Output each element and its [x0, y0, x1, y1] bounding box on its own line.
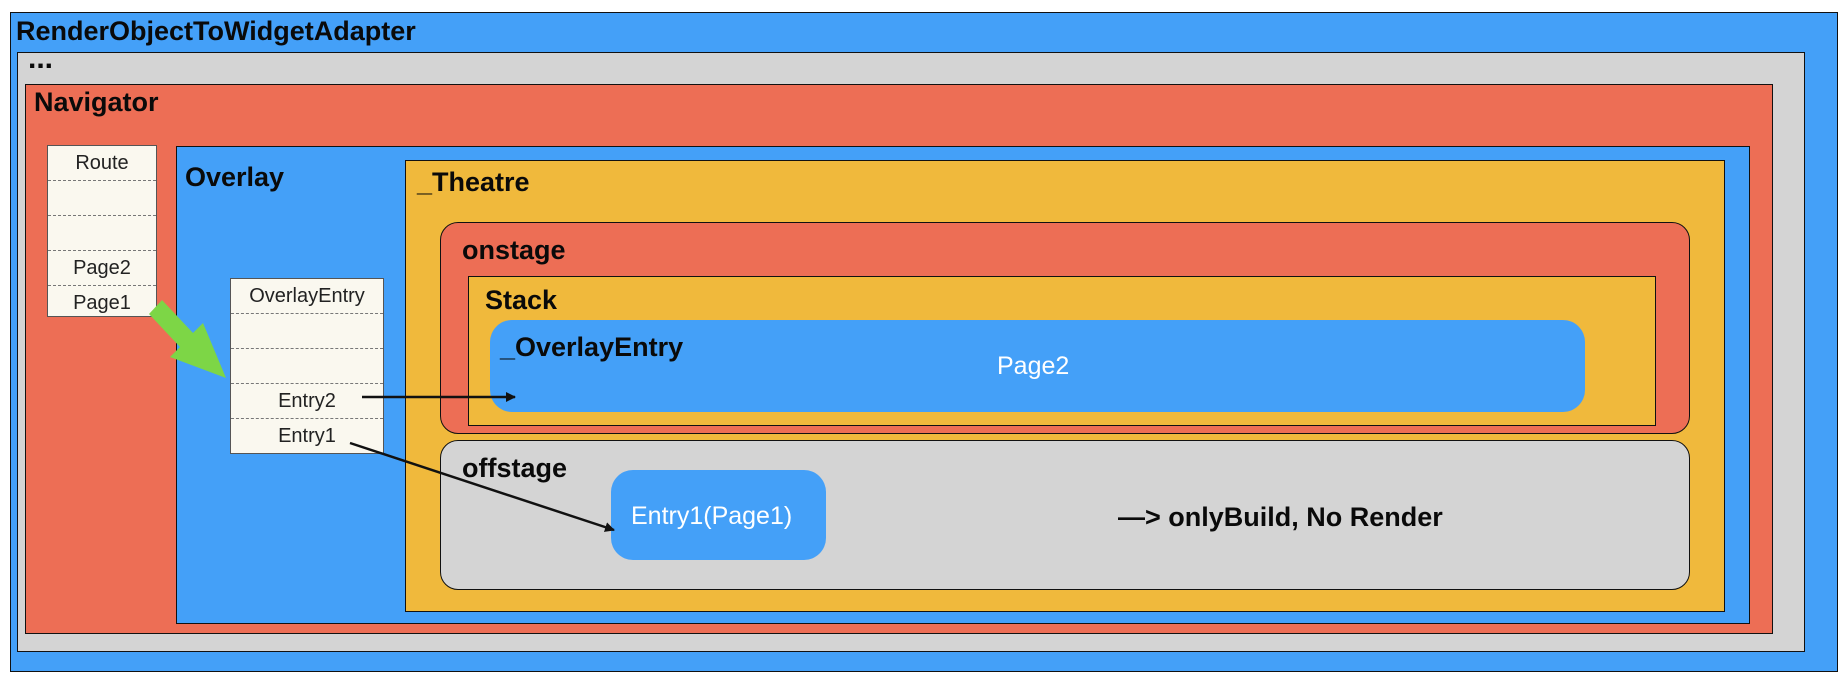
overlay-label: Overlay — [185, 162, 285, 192]
stack-label: Stack — [485, 285, 558, 315]
route-list-header: Route — [48, 146, 156, 181]
theatre-label: _Theatre — [417, 167, 530, 197]
offstage-label: offstage — [462, 453, 568, 483]
overlay-entry-content: Page2 — [997, 352, 1070, 380]
overlay-entry-list-item-entry2: Entry2 — [231, 384, 383, 419]
overlay-entry-list-item — [231, 349, 383, 384]
ellipsis-label: ... — [28, 42, 54, 75]
overlay-entry-list-item — [231, 314, 383, 349]
offstage-entry-text: Entry1(Page1) — [631, 502, 793, 530]
onstage-label: onstage — [462, 235, 566, 265]
render-object-adapter-label: RenderObjectToWidgetAdapter — [16, 16, 416, 46]
offstage-entry-pill — [611, 470, 826, 560]
overlay-entry-list-header: OverlayEntry — [231, 279, 383, 314]
route-list-item — [48, 181, 156, 216]
route-list-item — [48, 216, 156, 251]
navigator-label: Navigator — [34, 87, 159, 117]
route-list-item-page2: Page2 — [48, 251, 156, 286]
offstage-note: —> onlyBuild, No Render — [1118, 502, 1443, 532]
route-list: Route Page2 Page1 — [47, 145, 157, 317]
overlay-entry-page2-pill — [490, 320, 1585, 412]
overlay-entry-label: _OverlayEntry — [500, 332, 684, 362]
route-list-item-page1: Page1 — [73, 292, 131, 314]
overlay-entry-list: OverlayEntry Entry2 Entry1 — [230, 278, 384, 454]
overlay-entry-list-item-entry1: Entry1 — [278, 425, 336, 447]
